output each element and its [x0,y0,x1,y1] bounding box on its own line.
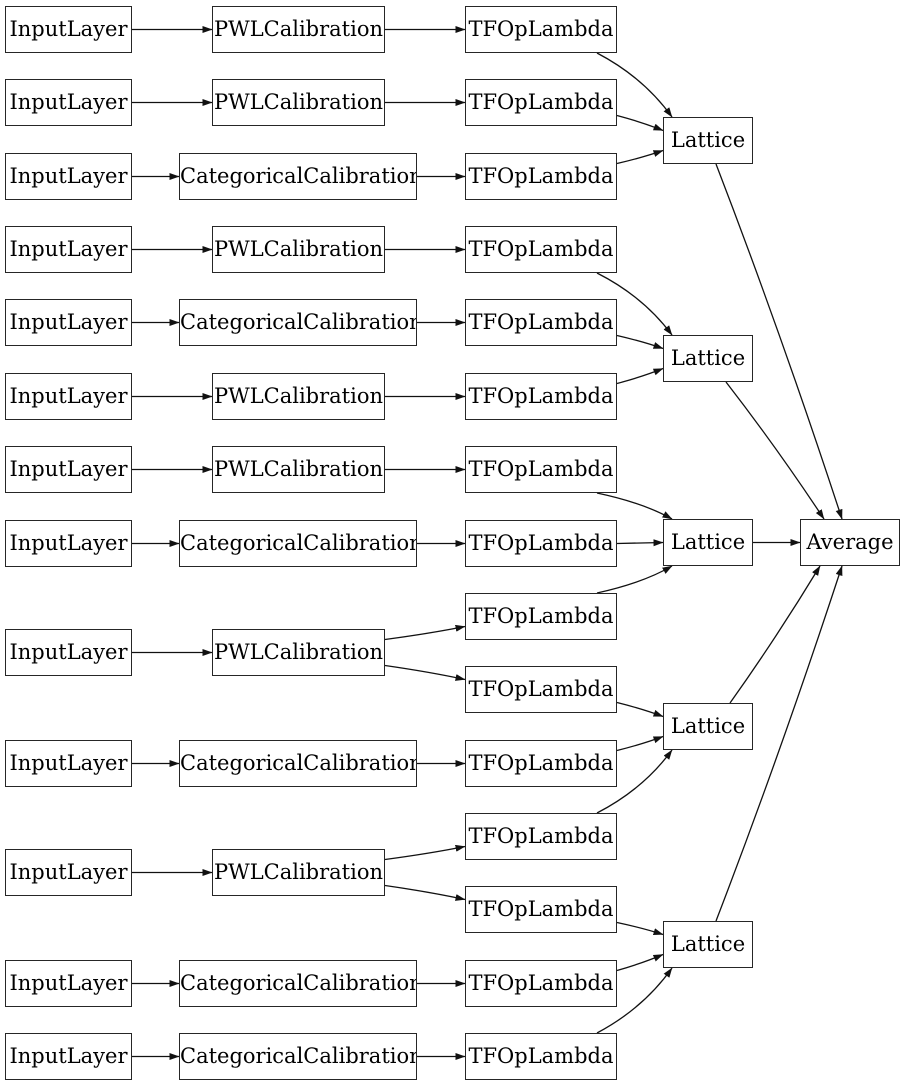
node-tfop-12: TFOpLambda [465,813,617,860]
edge-lattice-1-to-average [715,163,843,520]
edge-calib-11-to-tfop-12 [384,844,466,861]
node-input-7: InputLayer [5,446,132,493]
edge-calib-9-to-tfop-10 [384,664,466,681]
edge-tfop-10-to-lattice-4 [616,701,664,718]
node-input-13: InputLayer [5,1033,132,1080]
node-tfop-5: TFOpLambda [465,299,617,346]
node-tfop-14: TFOpLambda [465,960,617,1007]
edge-tfop-13-to-lattice-5 [616,921,664,936]
node-calib-6: PWLCalibration [212,373,385,420]
edge-tfop-7-to-lattice-3 [596,492,673,520]
node-tfop-2: TFOpLambda [465,79,617,126]
node-input-5: InputLayer [5,299,132,346]
node-tfop-15: TFOpLambda [465,1033,617,1080]
node-tfop-9: TFOpLambda [465,593,617,640]
edge-tfop-8-to-lattice-3 [616,539,664,547]
node-tfop-11: TFOpLambda [465,740,617,787]
node-tfop-7: TFOpLambda [465,446,617,493]
node-lattice-4: Lattice [663,703,753,750]
node-calib-3: CategoricalCalibration [179,153,417,200]
node-lattice-1: Lattice [663,117,753,164]
node-calib-2: PWLCalibration [212,79,385,126]
node-input-4: InputLayer [5,226,132,273]
node-input-9: InputLayer [5,629,132,676]
node-calib-9: PWLCalibration [212,629,385,676]
node-lattice-3: Lattice [663,519,753,566]
edge-group [131,26,843,1060]
edge-tfop-4-to-lattice-2 [596,272,673,336]
node-tfop-4: TFOpLambda [465,226,617,273]
edge-tfop-9-to-lattice-3 [596,565,673,594]
node-input-2: InputLayer [5,79,132,126]
node-tfop-1: TFOpLambda [465,6,617,53]
node-tfop-8: TFOpLambda [465,520,617,567]
node-input-10: InputLayer [5,740,132,787]
edge-tfop-1-to-lattice-1 [596,52,673,118]
node-input-12: InputLayer [5,960,132,1007]
node-average: Average [800,519,900,566]
node-calib-1: PWLCalibration [212,6,385,53]
node-calib-5: CategoricalCalibration [179,299,417,346]
edge-tfop-12-to-lattice-4 [596,749,673,814]
node-input-1: InputLayer [5,6,132,53]
edge-tfop-14-to-lattice-5 [616,953,664,972]
edge-tfop-6-to-lattice-2 [616,367,664,385]
node-input-6: InputLayer [5,373,132,420]
edge-tfop-5-to-lattice-2 [616,334,664,350]
node-tfop-3: TFOpLambda [465,153,617,200]
edge-lattice-4-to-average [729,565,821,704]
node-input-11: InputLayer [5,849,132,896]
edge-tfop-11-to-lattice-4 [616,735,664,752]
edge-tfop-3-to-lattice-1 [616,149,664,165]
node-tfop-6: TFOpLambda [465,373,617,420]
node-calib-8: CategoricalCalibration [179,520,417,567]
node-calib-12: CategoricalCalibration [179,960,417,1007]
node-calib-10: CategoricalCalibration [179,740,417,787]
edge-lattice-5-to-average [715,565,843,922]
node-lattice-5: Lattice [663,921,753,968]
node-lattice-2: Lattice [663,335,753,382]
node-calib-11: PWLCalibration [212,849,385,896]
node-tfop-10: TFOpLambda [465,666,617,713]
edge-calib-9-to-tfop-9 [384,624,466,641]
node-input-3: InputLayer [5,153,132,200]
node-calib-13: CategoricalCalibration [179,1033,417,1080]
node-calib-4: PWLCalibration [212,226,385,273]
node-calib-7: PWLCalibration [212,446,385,493]
edge-tfop-2-to-lattice-1 [616,114,664,132]
edge-lattice-2-to-average [725,381,825,520]
edge-tfop-15-to-lattice-5 [596,967,673,1034]
node-input-8: InputLayer [5,520,132,567]
node-tfop-13: TFOpLambda [465,886,617,933]
edge-calib-11-to-tfop-13 [384,884,466,901]
